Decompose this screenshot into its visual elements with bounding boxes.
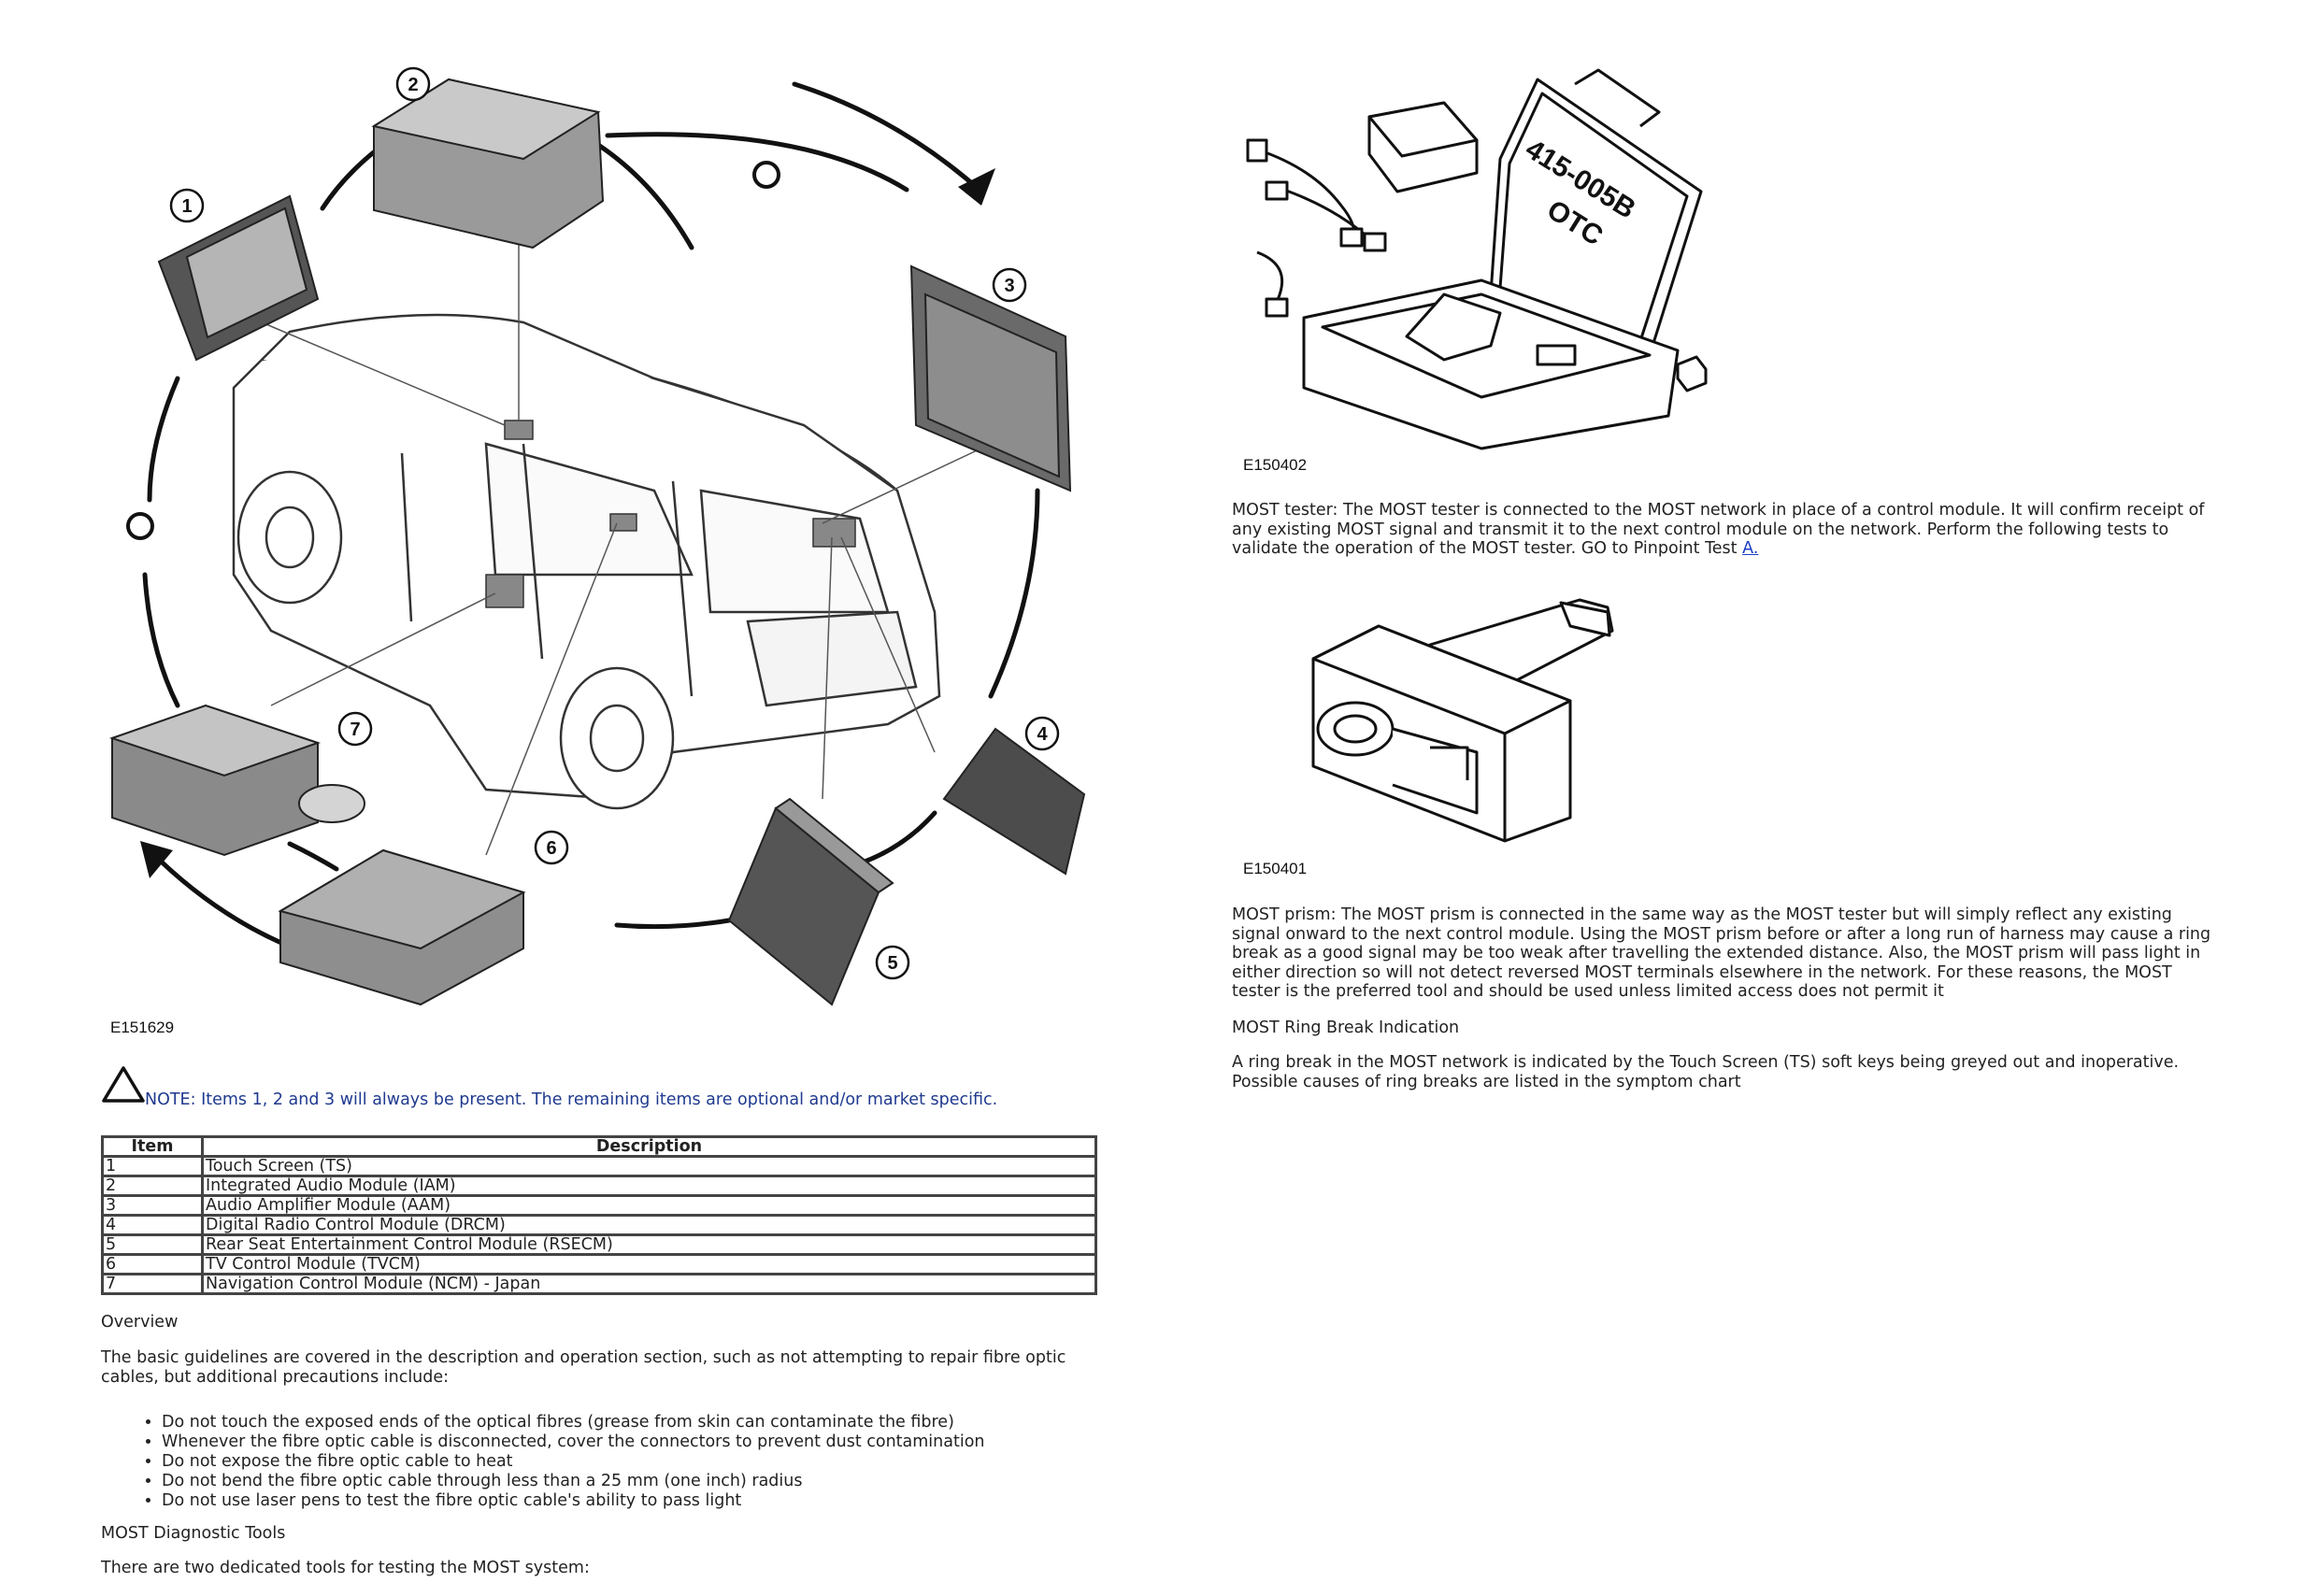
ring-arc-segment xyxy=(598,145,692,248)
callout-6: 6 xyxy=(546,838,556,859)
table-cell-description: Integrated Audio Module (IAM) xyxy=(203,1176,1096,1196)
callout-2: 2 xyxy=(408,75,418,95)
module-location-marker xyxy=(813,519,855,547)
fibre-connector-icon xyxy=(754,163,779,187)
table-cell-description: Rear Seat Entertainment Control Module (… xyxy=(203,1235,1096,1255)
note-text: NOTE: Items 1, 2 and 3 will always be pr… xyxy=(145,1090,997,1109)
list-item: Do not bend the fibre optic cable throug… xyxy=(162,1472,985,1491)
list-item: Do not expose the fibre optic cable to h… xyxy=(162,1452,985,1472)
diagram-code: E151629 xyxy=(110,1019,174,1037)
module-location-marker xyxy=(505,420,533,439)
tester-figure-code: E150402 xyxy=(1243,456,1307,475)
ring-arc-segment xyxy=(150,378,178,500)
list-item: Whenever the fibre optic cable is discon… xyxy=(162,1432,985,1452)
table-header-item: Item xyxy=(103,1137,203,1157)
table-cell-description: Navigation Control Module (NCM) - Japan xyxy=(203,1275,1096,1294)
callout-7: 7 xyxy=(350,720,360,740)
digital-radio-module xyxy=(944,729,1084,874)
table-cell-description: Audio Amplifier Module (AAM) xyxy=(203,1196,1096,1216)
precautions-list: Do not touch the exposed ends of the opt… xyxy=(136,1413,985,1511)
warning-triangle-icon xyxy=(101,1065,146,1104)
list-item: Do not touch the exposed ends of the opt… xyxy=(162,1413,985,1432)
ring-arc-segment xyxy=(991,491,1037,696)
prism-description: MOST prism: The MOST prism is connected … xyxy=(1232,905,2223,1002)
table-cell-item: 5 xyxy=(103,1235,203,1255)
tools-heading: MOST Diagnostic Tools xyxy=(101,1524,285,1544)
table-cell-item: 1 xyxy=(103,1157,203,1176)
ring-break-text: A ring break in the MOST network is indi… xyxy=(1232,1053,2232,1091)
ring-arc-segment xyxy=(617,920,729,927)
callout-5: 5 xyxy=(887,953,897,974)
overview-heading: Overview xyxy=(101,1313,178,1332)
most-network-diagram: 1 2 3 4 5 6 7 xyxy=(93,51,1103,1023)
arrow-head xyxy=(140,841,173,878)
list-item: Do not use laser pens to test the fibre … xyxy=(162,1491,985,1511)
tester-description-text: MOST tester: The MOST tester is connecte… xyxy=(1232,501,2204,558)
fibre-connector-icon xyxy=(128,514,152,538)
prism-figure-code: E150401 xyxy=(1243,860,1307,878)
callout-1: 1 xyxy=(181,196,192,217)
flow-arrow xyxy=(794,84,981,192)
table-cell-item: 7 xyxy=(103,1275,203,1294)
overview-intro: The basic guidelines are covered in the … xyxy=(101,1348,1101,1387)
table-cell-item: 6 xyxy=(103,1255,203,1275)
table-cell-description: TV Control Module (TVCM) xyxy=(203,1255,1096,1275)
tester-description: MOST tester: The MOST tester is connecte… xyxy=(1232,501,2232,559)
callout-3: 3 xyxy=(1004,276,1014,296)
most-tester-illustration: 415-005B OTC xyxy=(1229,65,1715,458)
table-cell-item: 4 xyxy=(103,1216,203,1235)
note-box: NOTE: Items 1, 2 and 3 will always be pr… xyxy=(101,1065,1129,1114)
ring-arc-segment xyxy=(145,575,178,705)
ring-break-heading: MOST Ring Break Indication xyxy=(1232,1019,1459,1038)
tools-intro: There are two dedicated tools for testin… xyxy=(101,1559,590,1578)
ring-arc-segment xyxy=(290,844,336,869)
module-location-marker xyxy=(486,575,523,607)
table-header-description: Description xyxy=(203,1137,1096,1157)
rear-seat-entertainment-module xyxy=(729,808,879,1005)
callout-4: 4 xyxy=(1037,724,1048,745)
table-cell-description: Touch Screen (TS) xyxy=(203,1157,1096,1176)
pinpoint-test-a-link[interactable]: A. xyxy=(1742,539,1758,558)
table-cell-item: 3 xyxy=(103,1196,203,1216)
table-cell-item: 2 xyxy=(103,1176,203,1196)
table-cell-description: Digital Radio Control Module (DRCM) xyxy=(203,1216,1096,1235)
most-prism-illustration xyxy=(1290,589,1645,850)
